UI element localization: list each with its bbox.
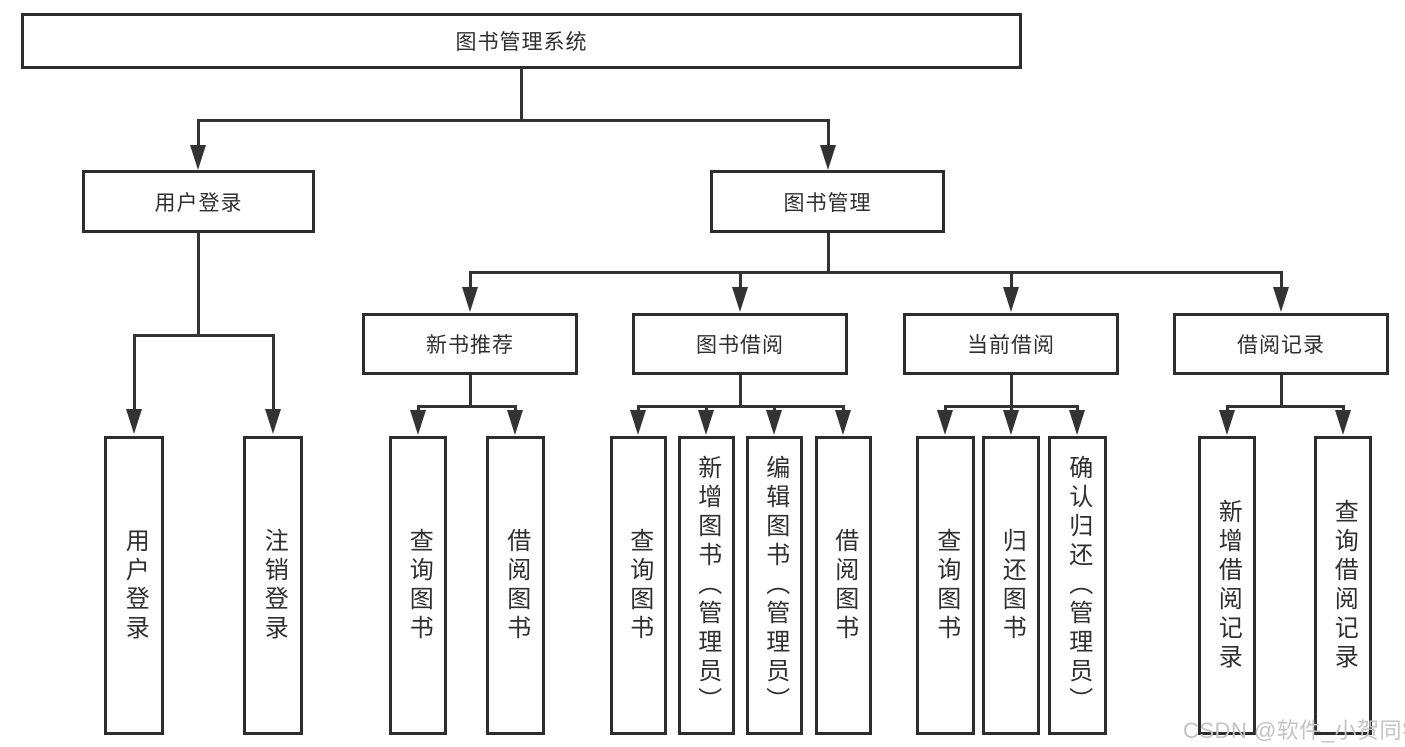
connector-new-book-branch [417, 405, 517, 408]
arrow-down-icon [766, 410, 782, 435]
arrow-down-icon [835, 410, 851, 435]
node-root: 图书管理系统 [21, 13, 1022, 69]
connector-borrow-records-branch [1226, 405, 1345, 408]
leaf-query-books-recommend: 查询图书 [389, 436, 447, 735]
node-root-label: 图书管理系统 [455, 31, 588, 54]
node-current-borrow: 当前借阅 [903, 313, 1119, 375]
watermark-text: CSDN @软件_小贺同学 [1183, 718, 1405, 743]
connector-book-management-branch [469, 271, 1282, 274]
arrow-down-icon [1003, 410, 1019, 435]
connector-current-borrow-stem [1010, 375, 1013, 407]
leaf-query-books-current-label: 查询图书 [932, 527, 960, 644]
leaf-borrow-books-label: 借阅图书 [830, 527, 858, 644]
connector-leaf-stub [705, 405, 708, 413]
connector-new-book-stem [469, 375, 472, 407]
node-user-login-label: 用户登录 [154, 191, 243, 215]
connector-to-borrow-records [1280, 271, 1283, 289]
connector-leaf-stub [417, 405, 420, 413]
arrow-down-icon [410, 410, 426, 435]
connector-root-branch [197, 119, 830, 122]
arrow-down-icon [190, 145, 206, 170]
connector-to-current-borrow [1010, 271, 1013, 289]
leaf-query-books-borrow-label: 查询图书 [625, 527, 653, 644]
connector-to-book-borrow [739, 271, 742, 289]
leaf-logout: 注销登录 [243, 436, 303, 735]
connector-leaf-stub [1342, 405, 1345, 413]
connector-root-stem [520, 68, 523, 121]
leaf-user-login: 用户登录 [104, 436, 164, 735]
leaf-edit-book-admin-label: 编辑图书（管理员） [761, 455, 789, 716]
connector-book-borrow-stem [739, 375, 742, 407]
leaf-add-book-admin-label: 新增图书（管理员） [693, 455, 721, 716]
arrow-down-icon [507, 410, 523, 435]
arrow-down-icon [462, 287, 478, 312]
leaf-edit-book-admin: 编辑图书（管理员） [746, 436, 803, 735]
leaf-return-books-label: 归还图书 [998, 527, 1026, 644]
leaf-query-borrow-record-label: 查询借阅记录 [1330, 498, 1358, 673]
node-user-login: 用户登录 [82, 170, 315, 233]
arrow-down-icon [126, 409, 142, 434]
leaf-confirm-return-admin-label: 确认归还（管理员） [1064, 455, 1092, 716]
node-book-borrow-label: 图书借阅 [696, 334, 784, 357]
arrow-down-icon [1219, 410, 1235, 435]
arrow-down-icon [630, 410, 646, 435]
arrow-down-icon [1069, 410, 1085, 435]
leaf-query-books-current: 查询图书 [916, 436, 975, 735]
leaf-logout-label: 注销登录 [260, 527, 288, 644]
arrow-down-icon [265, 409, 281, 434]
connector-book-management-stem [827, 233, 830, 273]
arrow-down-icon [937, 410, 953, 435]
arrow-down-icon [1003, 287, 1019, 312]
connector-leaf-stub [1010, 405, 1013, 413]
connector-to-user-login [197, 119, 200, 149]
connector-leaf-stub [514, 405, 517, 413]
connector-to-book-management [827, 119, 830, 149]
node-new-book-recommend: 新书推荐 [362, 313, 578, 375]
leaf-borrow-books-recommend-label: 借阅图书 [502, 527, 530, 644]
leaf-query-books-recommend-label: 查询图书 [405, 527, 433, 644]
connector-leaf-stub [842, 405, 845, 413]
node-borrow-records: 借阅记录 [1173, 313, 1389, 375]
leaf-user-login-label: 用户登录 [121, 527, 149, 644]
leaf-return-books: 归还图书 [982, 436, 1040, 735]
node-new-book-recommend-label: 新书推荐 [426, 334, 514, 357]
connector-to-leaf-logout [272, 334, 275, 411]
leaf-confirm-return-admin: 确认归还（管理员） [1048, 436, 1107, 735]
leaf-borrow-books-recommend: 借阅图书 [486, 436, 545, 735]
leaf-query-books-borrow: 查询图书 [610, 436, 667, 735]
leaf-query-borrow-record: 查询借阅记录 [1314, 436, 1372, 735]
connector-leaf-stub [637, 405, 640, 413]
leaf-add-borrow-record: 新增借阅记录 [1198, 436, 1256, 735]
connector-borrow-records-stem [1280, 375, 1283, 407]
connector-to-leaf-user-login [133, 334, 136, 411]
connector-user-login-branch [133, 334, 275, 337]
leaf-add-book-admin: 新增图书（管理员） [678, 436, 735, 735]
arrow-down-icon [732, 287, 748, 312]
arrow-down-icon [820, 145, 836, 170]
arrow-down-icon [1273, 287, 1289, 312]
node-borrow-records-label: 借阅记录 [1237, 334, 1325, 357]
connector-leaf-stub [773, 405, 776, 413]
arrow-down-icon [698, 410, 714, 435]
node-current-borrow-label: 当前借阅 [967, 334, 1055, 357]
connector-leaf-stub [1226, 405, 1229, 413]
connector-leaf-stub [1076, 405, 1079, 413]
connector-to-new-book-recommend [469, 271, 472, 289]
arrow-down-icon [1335, 410, 1351, 435]
connector-user-login-stem [197, 233, 200, 336]
node-book-management-label: 图书管理 [783, 191, 872, 215]
connector-book-borrow-branch [637, 405, 845, 408]
leaf-add-borrow-record-label: 新增借阅记录 [1214, 498, 1242, 673]
node-book-borrow: 图书借阅 [632, 313, 848, 375]
node-book-management: 图书管理 [710, 170, 945, 233]
connector-leaf-stub [944, 405, 947, 413]
leaf-borrow-books: 借阅图书 [815, 436, 872, 735]
